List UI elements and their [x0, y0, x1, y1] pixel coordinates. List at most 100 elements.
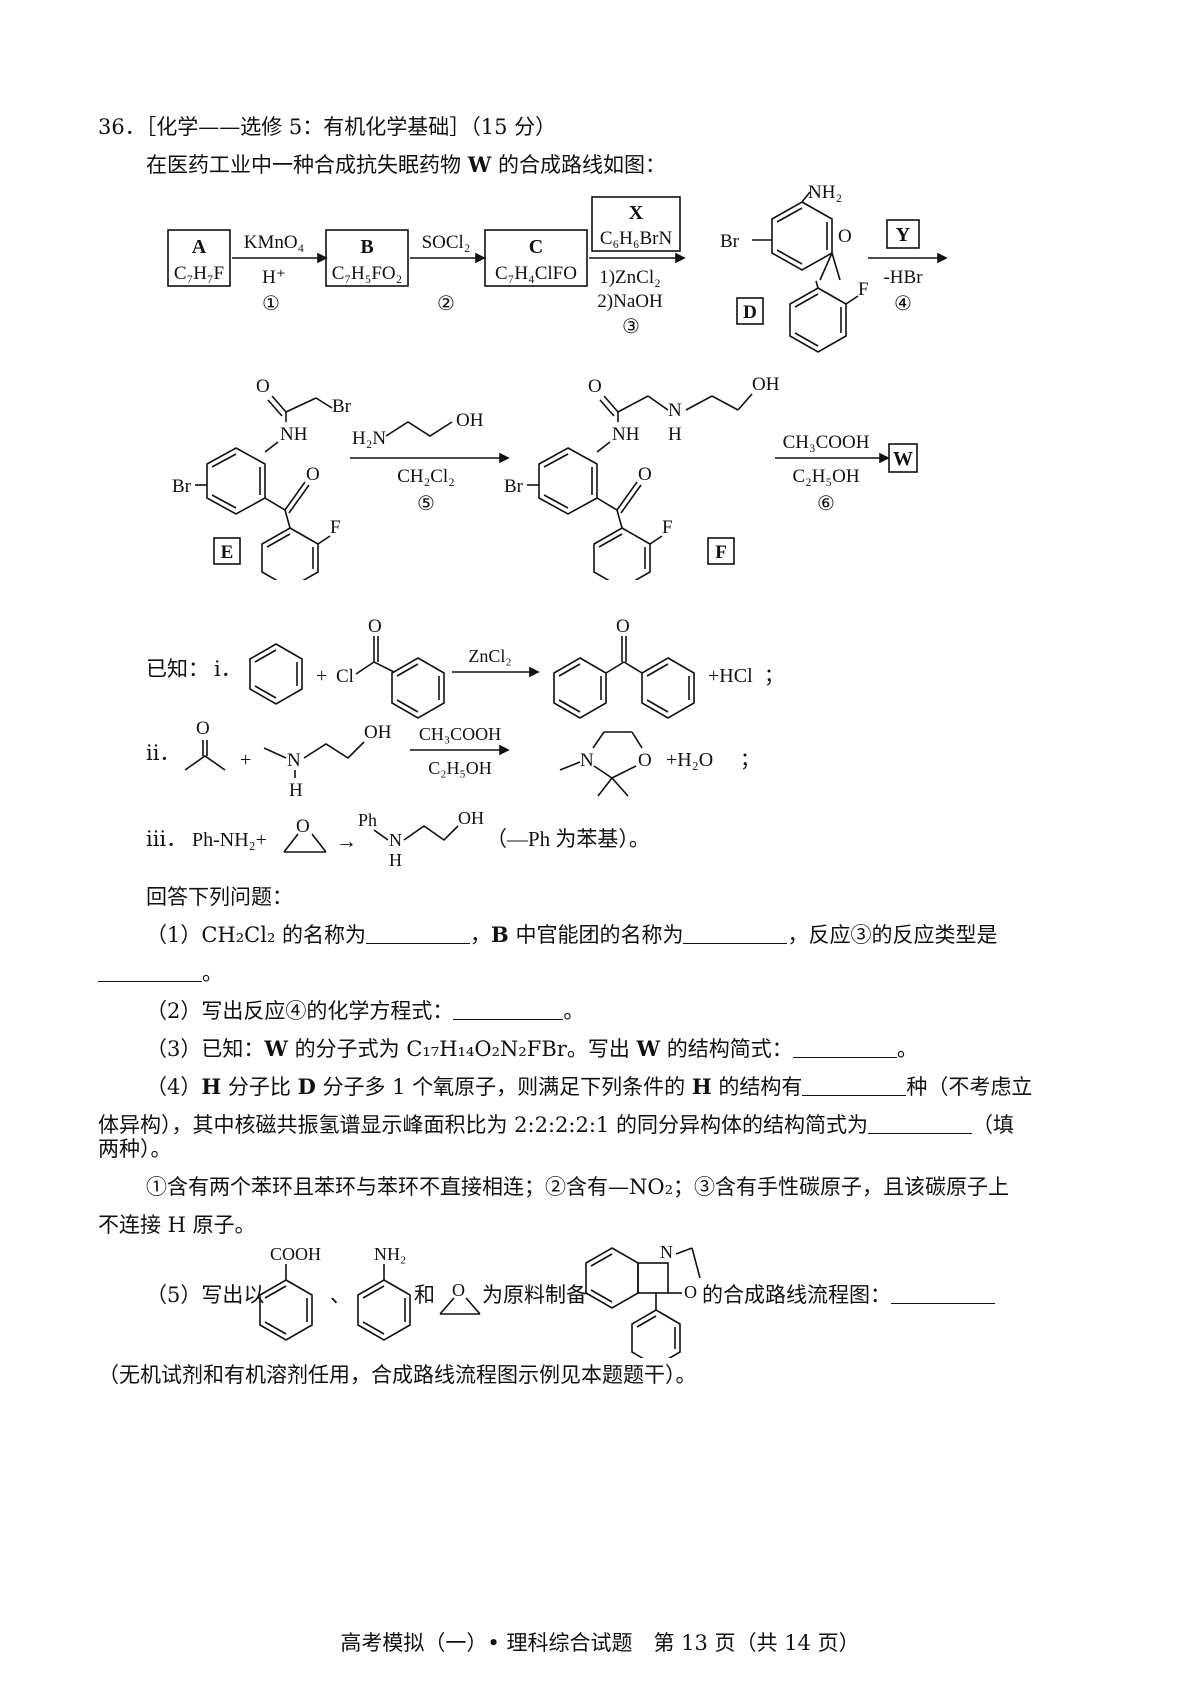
synthesis-row-2: O Br NH Br O F E: [172, 374, 918, 580]
q1-blank-2[interactable]: [683, 923, 788, 944]
answers-intro: 回答下列问题：: [146, 885, 293, 909]
svg-text:O: O: [256, 376, 270, 397]
svg-text:N: N: [287, 750, 301, 771]
svg-text:O: O: [616, 616, 630, 637]
svg-text:→: →: [336, 829, 357, 853]
label-F-box: [707, 537, 735, 565]
q4-blank-2[interactable]: [867, 1113, 972, 1134]
svg-text:CH₃COOH: CH₃COOH: [419, 724, 501, 744]
q5-tail: 的合成路线流程图：: [702, 1280, 995, 1310]
q5-blank[interactable]: [891, 1283, 995, 1304]
reagent2-step6: C₂H₅OH: [792, 466, 859, 487]
formula-B: C₇H₅FO₂: [332, 263, 403, 284]
box-C: [484, 229, 588, 287]
svg-text:F: F: [662, 517, 673, 538]
molecule-E: O Br NH Br O F E: [172, 376, 352, 580]
synthesis-row-1: A C₇H₇F KMnO₄ H⁺ ① B C₇H₅FO₂ SOCl₂ ② C C…: [167, 182, 948, 353]
question-intro: 在医药工业中一种合成抗失眠药物 W 的合成路线如图：: [146, 152, 666, 177]
q1-line1: （1）CH₂Cl₂ 的名称为，B 中官能团的名称为，反应③的反应类型是: [146, 922, 998, 947]
svg-text:ⅰ．: ⅰ．: [214, 657, 242, 681]
num-step4: ④: [894, 293, 912, 315]
svg-text:O: O: [638, 750, 652, 771]
svg-text:O: O: [684, 1282, 697, 1302]
box-B: [325, 229, 409, 287]
svg-text:；: ；: [764, 665, 784, 687]
svg-text:O: O: [196, 718, 210, 739]
svg-text:+HCl: +HCl: [708, 665, 753, 687]
formula-C: C₇H₄ClFO: [495, 263, 577, 284]
svg-text:O: O: [368, 616, 382, 637]
molecule-F: O N H OH NH Br O: [504, 374, 780, 580]
q4-condition-2: 不连接 H 原子。: [98, 1213, 256, 1237]
reagent1-step6: CH₃COOH: [783, 432, 870, 453]
q4-line2: 体异构），其中核磁共振氢谱显示峰面积比为 2:2:2:2:1 的同分异构体的结构…: [98, 1113, 1014, 1137]
label-D: D: [743, 302, 757, 323]
svg-text:ⅲ．: ⅲ．: [146, 827, 187, 851]
label-X: X: [629, 202, 644, 224]
svg-text:F: F: [858, 279, 869, 300]
q2: （2）写出反应④的化学方程式：。: [146, 999, 585, 1023]
svg-text:N: N: [660, 1242, 673, 1262]
svg-text:NH₂: NH₂: [808, 182, 842, 203]
condition-step1: H⁺: [262, 267, 286, 288]
reagent-step5: CH₂Cl₂: [397, 466, 455, 487]
question-heading: 36．［化学——选修 5：有机化学基础］（15 分）: [98, 112, 556, 142]
svg-text:C₂H₅OH: C₂H₅OH: [428, 758, 492, 778]
q1-blank-1[interactable]: [366, 923, 471, 944]
svg-text:H: H: [289, 780, 303, 801]
molecule-D: NH₂ Br O F D: [720, 182, 869, 353]
q1-blank-3[interactable]: [98, 961, 202, 982]
svg-text:O: O: [296, 816, 310, 837]
svg-text:N: N: [389, 830, 402, 850]
svg-text:ⅱ．: ⅱ．: [146, 741, 180, 765]
svg-text:+: +: [240, 749, 251, 771]
formula-X: C₆H₆BrN: [600, 228, 673, 249]
svg-text:已知：: 已知：: [146, 657, 209, 681]
svg-text:NH: NH: [612, 424, 640, 445]
svg-text:Ph: Ph: [358, 810, 377, 830]
q3-blank[interactable]: [792, 1037, 897, 1058]
svg-text:OH: OH: [458, 808, 484, 828]
svg-text:；: ；: [740, 749, 760, 771]
q2-blank[interactable]: [453, 999, 564, 1020]
benzophenone: O: [553, 616, 695, 719]
svg-text:ZnCl₂: ZnCl₂: [468, 646, 511, 666]
svg-text:Ph-NH₂+: Ph-NH₂+: [192, 829, 267, 851]
formula-A: C₇H₇F: [174, 263, 224, 284]
label-D-box: [736, 297, 764, 325]
svg-text:+: +: [316, 665, 327, 687]
num-step5: ⑤: [417, 493, 435, 515]
question-topic: ［化学——选修 5：有机化学基础］（15 分）: [145, 115, 557, 139]
benzene-i-2: [391, 657, 445, 719]
question-number: 36．: [98, 115, 146, 139]
box-Y: [886, 219, 920, 249]
num-step6: ⑥: [817, 493, 835, 515]
svg-text:OH: OH: [364, 722, 392, 743]
svg-text:NH₂: NH₂: [374, 1244, 406, 1264]
q3: （3）已知：W 的分子式为 C₁₇H₁₄O₂N₂FBr。写出 W 的结构简式：。: [146, 1036, 918, 1061]
num-step2: ②: [437, 293, 455, 315]
svg-text:H: H: [668, 424, 682, 445]
svg-text:Br: Br: [720, 231, 740, 252]
reagent-step1: KMnO₄: [244, 232, 304, 253]
epoxide-iii: O: [283, 816, 327, 853]
q4-line1: （4）H 分子比 D 分子多 1 个氧原子，则满足下列条件的 H 的结构有种（不…: [146, 1074, 1033, 1099]
svg-text:Br: Br: [504, 476, 524, 497]
label-C: C: [529, 236, 543, 258]
svg-text:F: F: [330, 517, 341, 538]
svg-text:NH: NH: [280, 424, 308, 445]
svg-text:H₂N: H₂N: [352, 428, 386, 449]
q4-blank-1[interactable]: [802, 1075, 907, 1096]
svg-text:N: N: [580, 750, 594, 771]
q5-line2: （无机试剂和有机溶剂任用，合成路线流程图示例见本题题干）。: [98, 1363, 697, 1387]
svg-text:OH: OH: [456, 410, 484, 431]
svg-text:N: N: [668, 400, 682, 421]
svg-text:COOH: COOH: [270, 1244, 321, 1264]
svg-text:O: O: [838, 226, 852, 247]
page-footer: 高考模拟（一）• 理科综合试题 第 13 页（共 14 页）: [340, 1631, 860, 1655]
target-tricyclic: N O: [585, 1242, 701, 1358]
num-step3: ③: [622, 316, 640, 338]
cond1-step3: 1)ZnCl₂: [599, 267, 661, 288]
svg-text:O: O: [588, 376, 602, 397]
reagent-step2: SOCl₂: [422, 232, 471, 253]
